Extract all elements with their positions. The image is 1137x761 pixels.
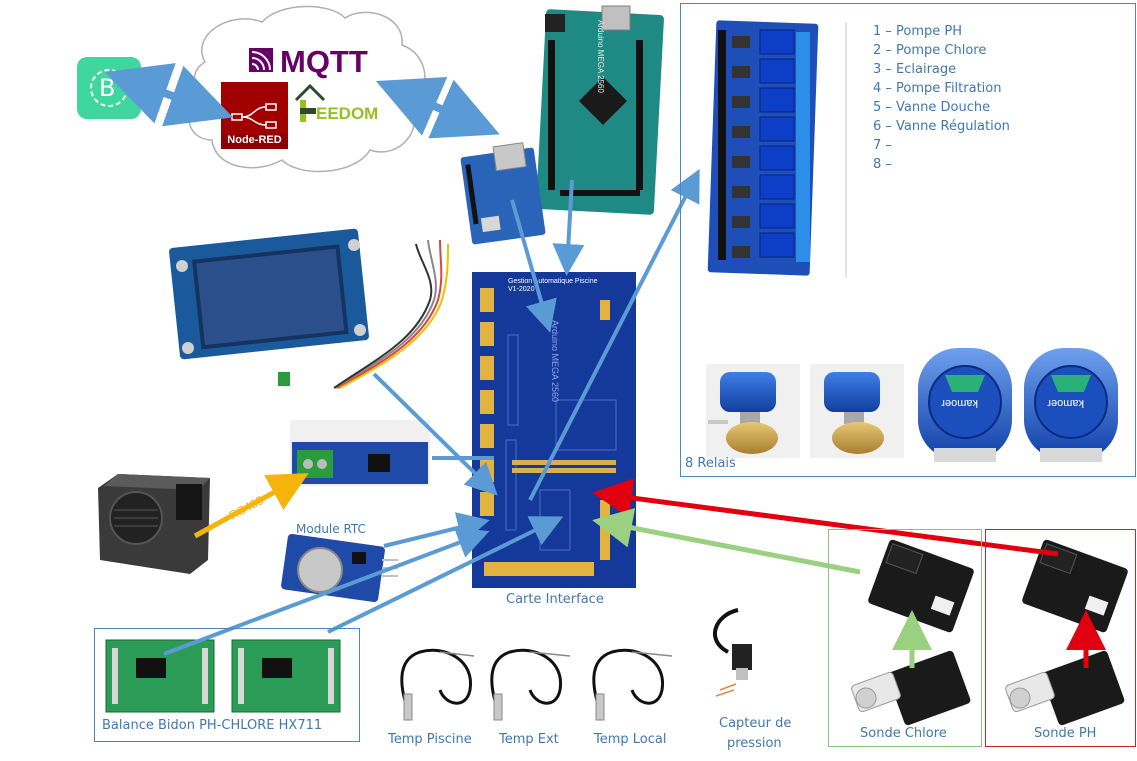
temp-sensor-3 [592,648,673,721]
relay-item: 4 – Pompe Filtration [873,81,1002,96]
relay-board [707,20,819,276]
jeedom-icon [294,83,326,122]
rtc-caption: Module RTC [296,522,366,536]
temp-sensor-1 [400,648,475,721]
chlore-probe-box [828,529,982,747]
rs485-module [290,420,430,486]
arduino-to-interface-arrow [552,179,585,276]
blynk-link-arrow [104,63,234,127]
chlore-caption: Sonde Chlore [860,726,947,741]
relay-list: 1 – Pompe PH 2 – Pompe Chlore 3 – Eclair… [873,22,1010,174]
heat-pump [98,474,210,574]
relay-item: 3 – Eclairage [873,62,957,77]
temp-sensor-2 [490,648,571,721]
ethernet-to-interface-arrow [510,199,557,333]
rs485-label: RS485 [227,493,266,523]
ph-probe-box [985,529,1136,747]
arduino-mega-board: Arduino MEGA 2560 [536,5,664,215]
board-title-line1: Gestion Automatique Piscine [508,278,598,285]
mqtt-logo-text: MQTT [280,44,368,79]
blynk-letter: B [99,74,116,102]
ph-to-interface-arrow [592,478,1059,557]
relay-item: 5 – Vanne Douche [873,100,991,115]
mqtt-icon [249,48,273,72]
ph-caption: Sonde PH [1034,726,1097,741]
chlore-probe-bnc [851,650,971,726]
pressure-sensor [713,608,752,697]
hx711-board-1 [105,639,215,713]
chlore-to-interface-arrow [592,508,861,575]
pump-1-brand: kamoer [941,397,978,409]
interface-to-relay-arrow [528,168,700,501]
nodered-logo-text: Node-RED [227,134,282,146]
ph-probe-bnc [1005,650,1125,726]
screen-to-interface-arrow [372,372,498,496]
valve-2 [810,364,904,458]
pump-1: kamoer [918,348,1012,462]
pressure-caption-line1: Capteur de [719,716,792,731]
hx711-board-2 [231,639,341,713]
board-title-line2: V1-2020 [508,286,535,293]
arduino-board-text: Arduino MEGA 2560 [596,20,605,93]
pressure-caption-line2: pression [727,736,782,751]
relay-item: 6 – Vanne Régulation [873,119,1010,134]
valve-1 [706,364,800,458]
hx711-2-to-interface-arrow [327,516,564,634]
relay-item: 7 – [873,138,892,153]
relay-item: 8 – [873,157,892,172]
relay-box [680,3,1136,477]
relay-box-caption: 8 Relais [685,456,736,471]
rs485-heatpump-arrow [193,473,309,539]
relay-item: 1 – Pompe PH [873,24,963,39]
board-center-text: Arduino MEGA 2560 [550,320,560,402]
interface-board: Gestion Automatique Piscine V1-2020 Ardu… [472,272,636,588]
ethernet-shield [460,142,546,245]
balance-caption: Balance Bidon PH-CHLORE HX711 [102,718,323,733]
chlore-probe-board [868,539,974,633]
rtc-to-interface-arrow [383,512,490,548]
relay-item: 2 – Pompe Chlore [873,43,987,58]
temp-local-caption: Temp Local [594,732,667,747]
interface-caption: Carte Interface [506,592,604,607]
rtc-module [281,533,398,603]
cloud-link-arrow [375,76,500,139]
screen-cable [333,239,449,389]
temp-ext-caption: Temp Ext [499,732,559,747]
small-connector [278,372,290,386]
pump-2-brand: kamoer [1047,397,1084,409]
connection-arrows [163,168,700,656]
pump-2: kamoer [1024,348,1118,462]
jeedom-logo-text: EEDOM [316,104,379,123]
touch-screen [169,228,369,360]
temp-piscine-caption: Temp Piscine [388,732,472,747]
balance-box [94,628,360,742]
hx711-1-to-interface-arrow [163,527,490,656]
